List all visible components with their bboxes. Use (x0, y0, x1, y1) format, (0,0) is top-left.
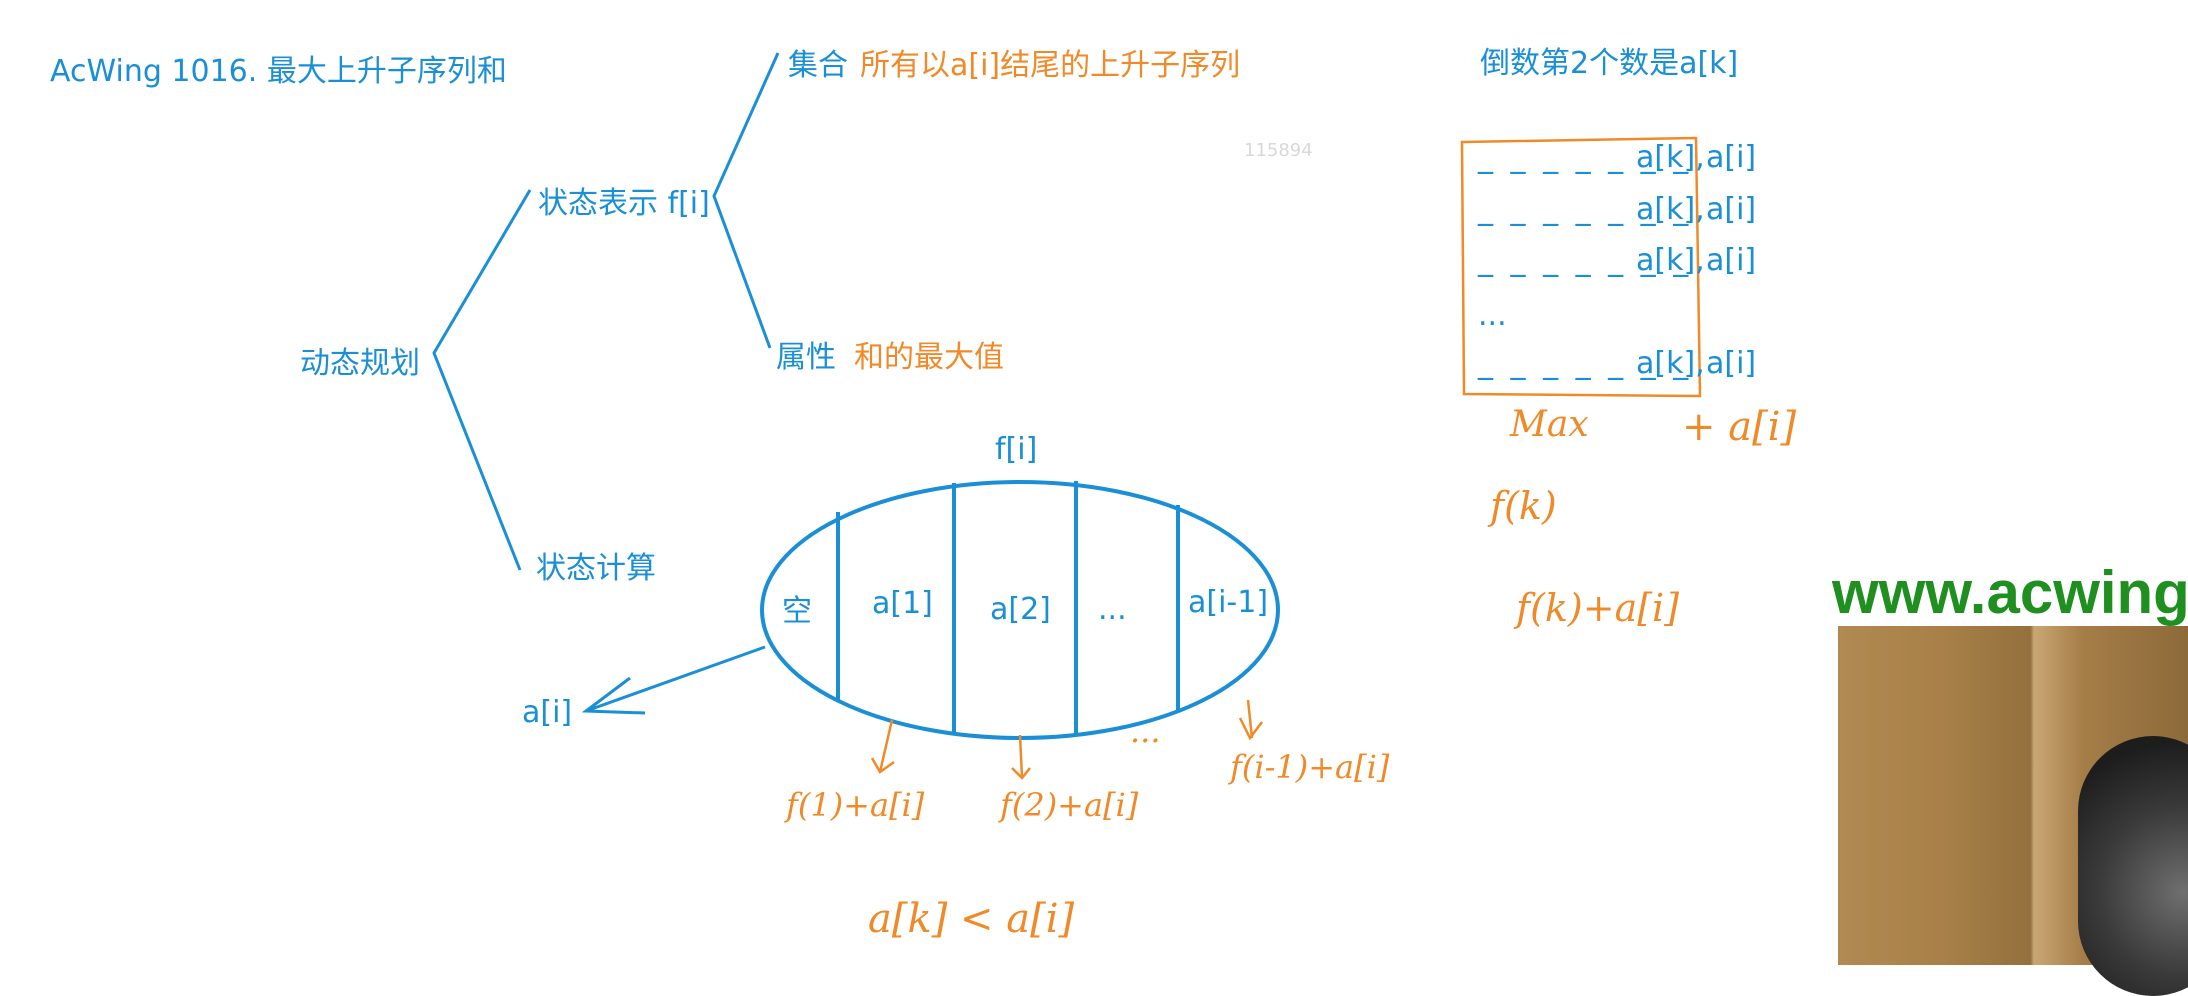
hand-dots: ... (1130, 712, 1161, 750)
row-dashes: _ _ _ _ _ _ _ (1478, 140, 1693, 175)
set-desc: 所有以a[i]结尾的上升子序列 (860, 48, 1241, 83)
hand-plus-ai: + a[i] (1682, 404, 1797, 450)
row-ai: a[i] (1706, 243, 1757, 278)
hand-fi1: f(i-1)+a[i] (1230, 748, 1390, 786)
attr-label: 属性 (776, 340, 836, 375)
arrow-to-ai (585, 645, 766, 713)
hand-fk-ai: f(k)+a[i] (1516, 586, 1680, 630)
row-dashes: _ _ _ _ _ _ _ (1478, 243, 1693, 278)
hand-max: Max (1510, 404, 1589, 445)
site-watermark: www.acwing. (1832, 559, 2188, 626)
headphone-image (2078, 736, 2188, 996)
hand-fk: f(k) (1490, 484, 1557, 528)
state-repr-node: 状态表示 f[i] (538, 186, 710, 221)
ellipse-part: 空 (782, 594, 812, 629)
arrow-head (581, 676, 646, 715)
subsequence-box (1460, 136, 1702, 398)
row-ak: a[k], (1636, 243, 1705, 278)
attr-desc: 和的最大值 (854, 340, 1004, 375)
row-ak: a[k], (1636, 346, 1705, 381)
ellipse-top-label: f[i] (995, 432, 1038, 467)
hand-condition: a[k] < a[i] (868, 896, 1075, 942)
ellipse-part: a[1] (872, 586, 933, 621)
set-label: 集合 (788, 48, 848, 83)
orange-arrows (870, 699, 1263, 780)
page-title: AcWing 1016. 最大上升子序列和 (50, 54, 507, 89)
row-ai: a[i] (1706, 346, 1757, 381)
right-heading: 倒数第2个数是a[k] (1480, 46, 1739, 81)
ellipse-part: a[2] (990, 592, 1051, 627)
root-branch (432, 189, 532, 571)
id-mark: 115894 (1244, 140, 1313, 161)
webcam-overlay (1838, 626, 2188, 996)
root-node: 动态规划 (300, 346, 420, 381)
row-ak: a[k], (1636, 140, 1705, 175)
ellipse-part: a[i-1] (1188, 585, 1269, 620)
row-ai: a[i] (1706, 192, 1757, 227)
row-dashes: _ _ _ _ _ _ _ (1478, 192, 1693, 227)
row-ak: a[k], (1636, 192, 1705, 227)
hand-f1: f(1)+a[i] (786, 786, 925, 824)
row-dashes: _ _ _ _ _ _ _ (1478, 346, 1693, 381)
state-branch (712, 52, 780, 349)
row-ellipsis: ... (1478, 298, 1507, 333)
ai-label: a[i] (522, 695, 573, 730)
row-ai: a[i] (1706, 140, 1757, 175)
ellipse-part: ... (1098, 592, 1127, 627)
hand-f2: f(2)+a[i] (1000, 786, 1139, 824)
diagram-lines (432, 52, 1702, 780)
state-calc-node: 状态计算 (536, 551, 656, 586)
